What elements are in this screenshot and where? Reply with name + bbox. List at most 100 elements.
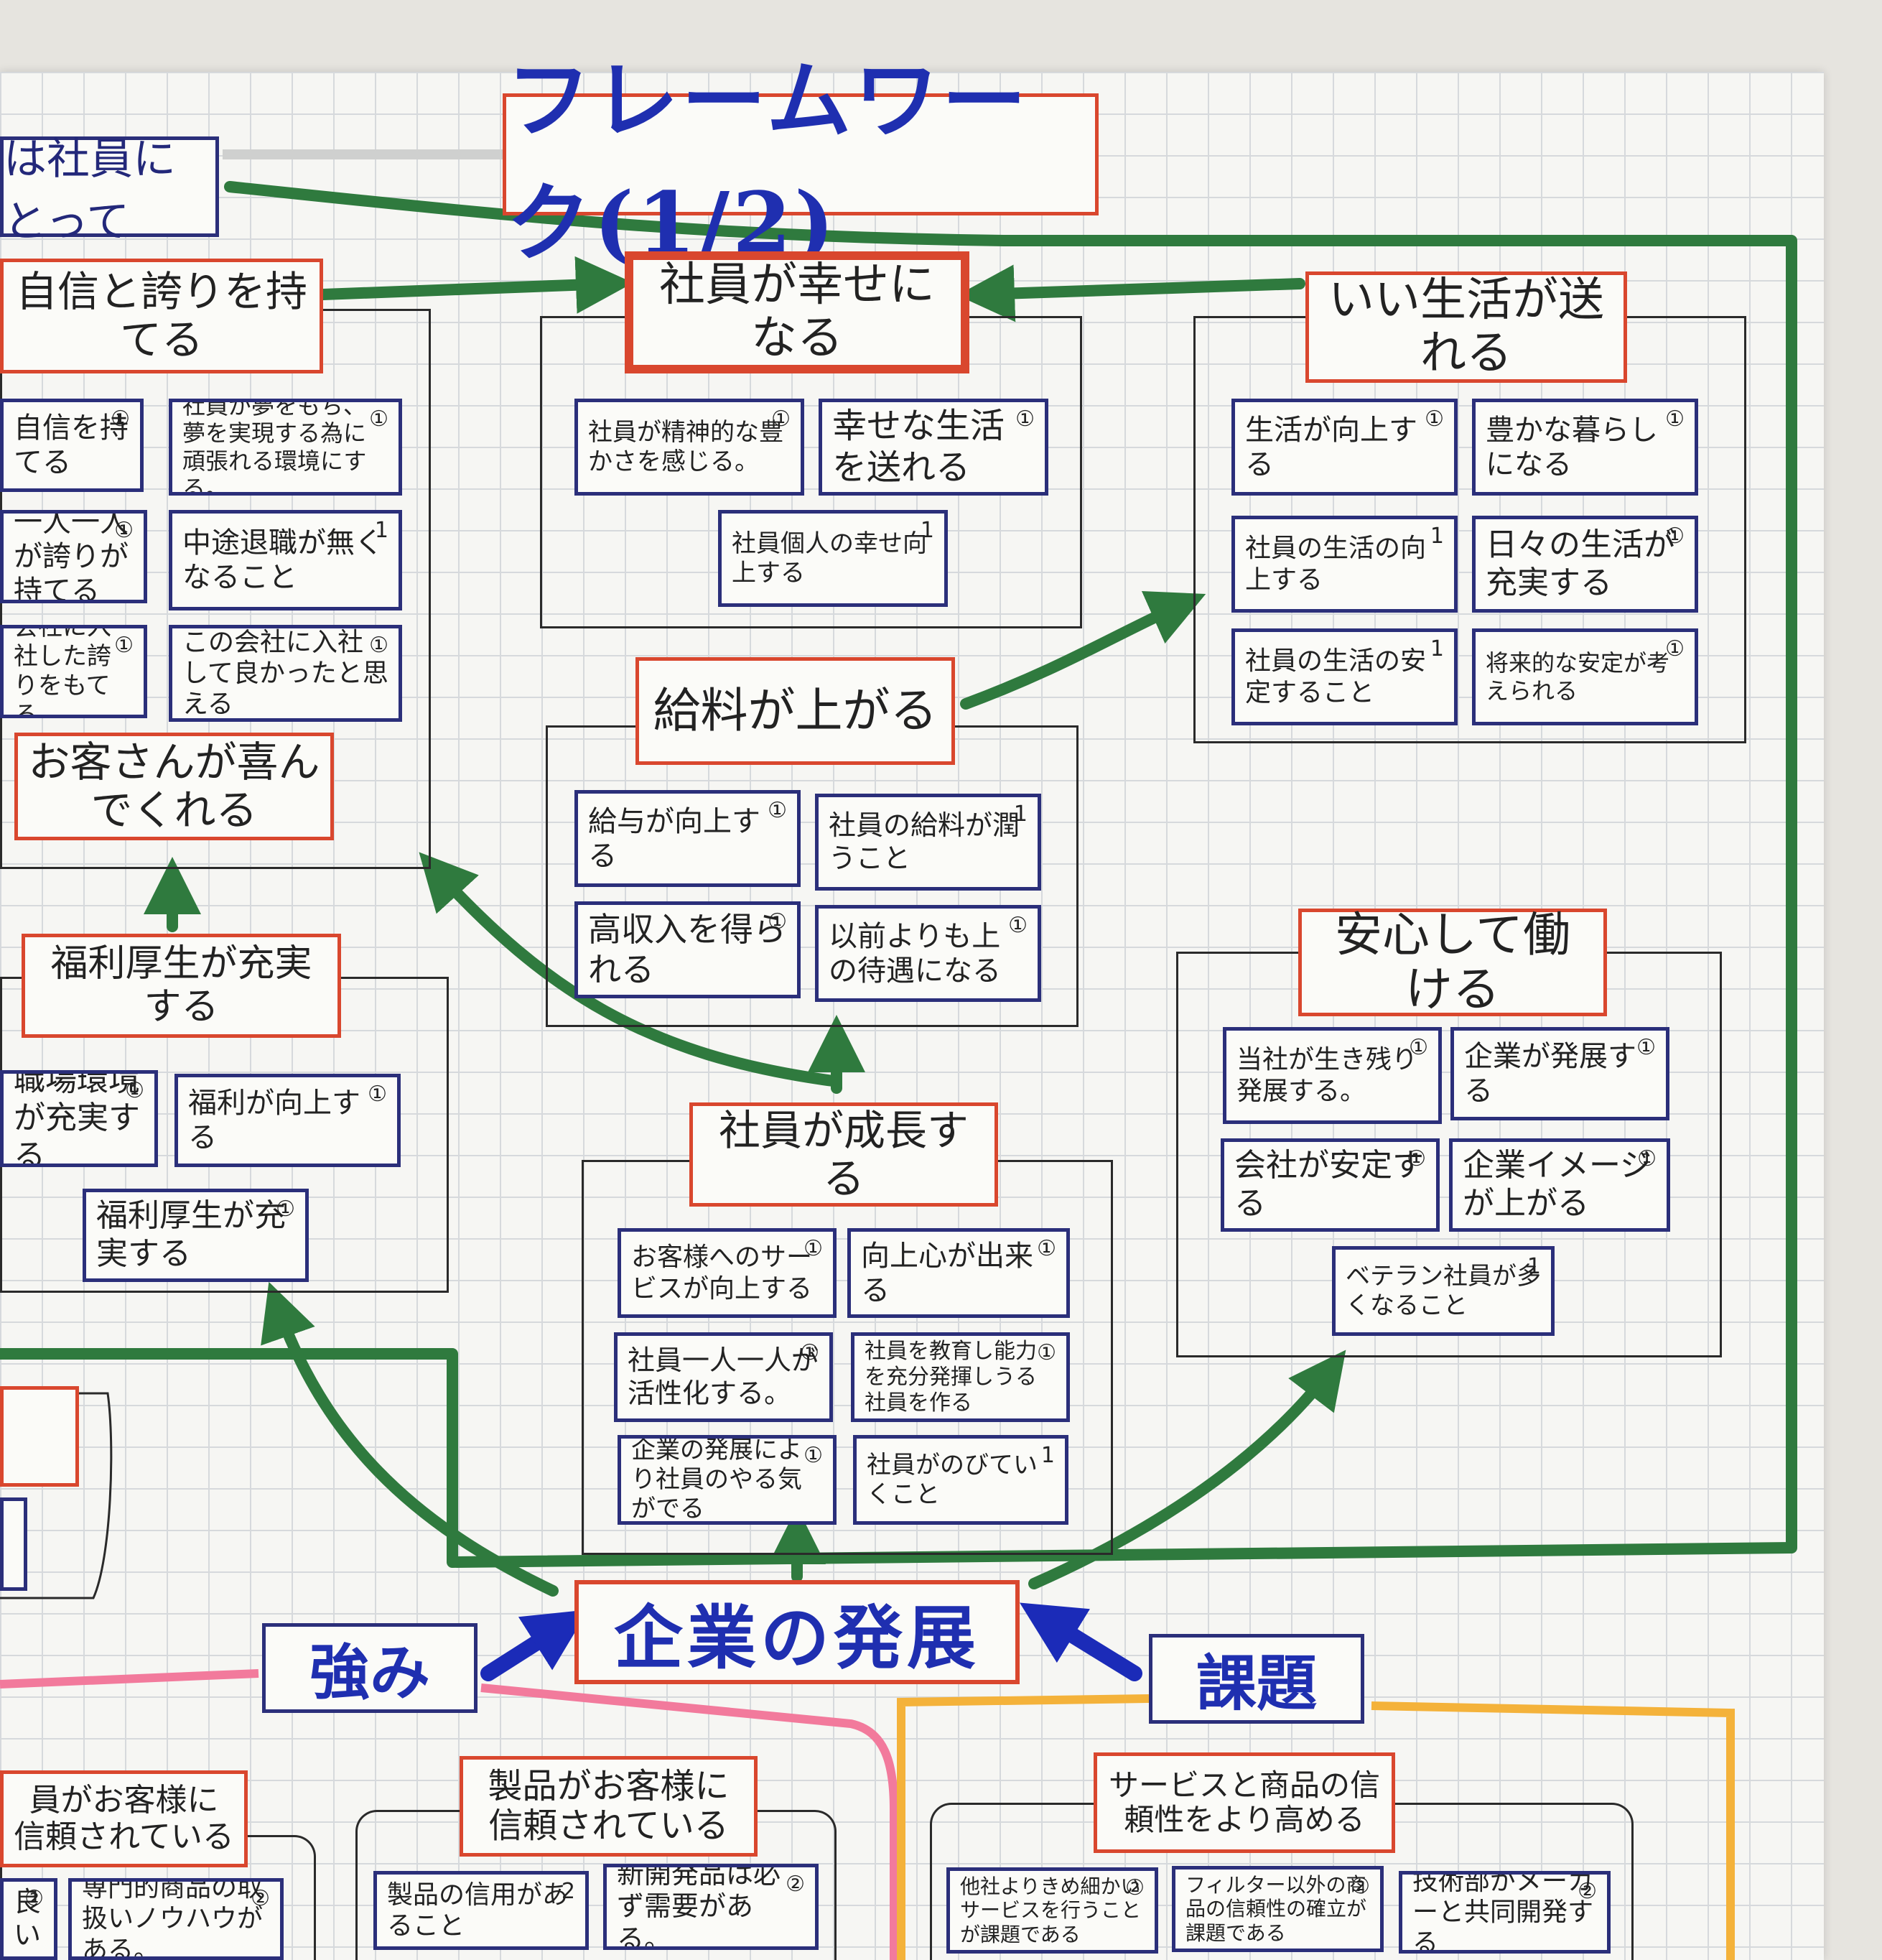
card-text: 給与が向上する xyxy=(588,804,760,873)
card-text: 会社が安定する xyxy=(1234,1147,1424,1222)
strengths-left-header: 員がお客様に信頼されている xyxy=(0,1770,248,1867)
card-text: お客様へのサービスが向上する xyxy=(631,1243,813,1304)
strengths-center-header: 製品がお客様に信頼されている xyxy=(460,1756,758,1857)
strengths-border xyxy=(0,1669,898,1960)
security-header: 安心して働ける xyxy=(1298,908,1607,1016)
life-card-1: 生活が向上する ① xyxy=(1231,399,1458,496)
security-card-1: 当社が生き残り発展する。① xyxy=(1223,1027,1442,1124)
card-number: ② xyxy=(1578,1879,1597,1904)
card-number: ① xyxy=(800,1340,819,1365)
card-text: 以前よりも上の待遇になる xyxy=(829,919,1001,988)
card-text: 社員がのびていくこと xyxy=(867,1450,1038,1509)
card-text: 向上心が出来る xyxy=(861,1239,1033,1307)
card-text: 製品の信用があること xyxy=(387,1880,569,1941)
card-text: 福利が向上する xyxy=(188,1087,360,1154)
card-number: 1 xyxy=(1527,1254,1541,1279)
card-number: ① xyxy=(1636,1035,1656,1060)
card-number: 1 xyxy=(920,518,934,543)
card-number: ① xyxy=(771,407,791,432)
card-number: ① xyxy=(1037,1236,1056,1261)
card-number: ① xyxy=(368,1082,387,1107)
card-text: 生活が向上する xyxy=(1245,413,1417,481)
card-number: 2 xyxy=(561,1879,575,1904)
arrow-growth-to-left xyxy=(419,852,839,1087)
left-partial-box xyxy=(0,1392,113,1599)
card-text: 会社に入社した誇りをもてる xyxy=(14,625,111,718)
card-text: 当社が生き残り発展する。 xyxy=(1236,1045,1418,1106)
card-text: 職場環境が充実する xyxy=(14,1070,140,1167)
card-number: 1 xyxy=(374,518,388,543)
strengths-label: 強み xyxy=(262,1623,478,1713)
page-title: フレームワーク(1/2) xyxy=(503,50,1099,273)
left-card-2: 社員が夢をもち、夢を実現する為に頑張れる環境にする。① xyxy=(169,399,402,496)
card-number: ① xyxy=(276,1197,295,1222)
card-number: ① xyxy=(1665,636,1685,661)
card-number: ① xyxy=(1425,407,1444,432)
card-text: この会社に入社して良かったと思える xyxy=(182,627,388,720)
center-top-header: 社員が幸せになる xyxy=(625,251,969,373)
arrow-salary-to-life xyxy=(960,590,1206,710)
card-number: ① xyxy=(768,909,787,934)
growth-card-3: 社員一人一人が活性化する。① xyxy=(614,1332,833,1422)
card-text: 社員を教育し能力を充分発揮しうる社員を作る xyxy=(865,1338,1037,1416)
right-top-header: いい生活が送れる xyxy=(1305,271,1627,383)
card-text: 新開発品は必ず需要がある。 xyxy=(617,1864,781,1950)
card-number: ① xyxy=(1407,1146,1426,1171)
card-text: 技術部がメーカーと共同開発する xyxy=(1412,1871,1594,1954)
arrow-issues-to-core xyxy=(1020,1602,1142,1681)
card-text: 社員一人一人が活性化する。 xyxy=(628,1344,819,1409)
card-text: 良い xyxy=(14,1886,42,1951)
card-number: ① xyxy=(1015,407,1035,432)
card-text: 社員が夢をもち、夢を実現する為に頑張れる環境にする。 xyxy=(182,399,367,496)
card-text: 自信を持てる xyxy=(14,412,129,479)
card-text: 社員の生活の安定すること xyxy=(1245,646,1427,707)
card-number: 1 xyxy=(1430,524,1444,549)
strength-card-4: 新開発品は必ず需要がある。② xyxy=(603,1864,819,1950)
card-number: ② xyxy=(786,1872,805,1897)
card-number: ① xyxy=(803,1236,823,1261)
card-number: ① xyxy=(768,798,787,823)
welfare-card-2: 福利が向上する ① xyxy=(174,1074,401,1167)
card-number: ① xyxy=(1409,1035,1428,1060)
happy-card-1: 社員が精神的な豊かさを感じる。① xyxy=(574,399,804,496)
card-number: 1 xyxy=(1040,1443,1055,1468)
card-number: ① xyxy=(1037,1340,1056,1365)
card-number: 1 xyxy=(1013,802,1028,827)
card-text: 将来的な安定が考えられる xyxy=(1486,649,1670,705)
card-number: ① xyxy=(114,518,134,543)
welfare-header: 福利厚生が充実する xyxy=(22,934,341,1038)
arrow-core-to-security xyxy=(1028,1350,1346,1589)
growth-header: 社員が成長する xyxy=(689,1102,998,1207)
left-partial-header xyxy=(0,1386,79,1487)
card-number: ① xyxy=(369,407,388,432)
card-text: 社員が精神的な豊かさを感じる。 xyxy=(588,417,783,476)
card-number: ① xyxy=(803,1443,823,1468)
arrow-pride-to-happy xyxy=(317,256,633,314)
outer-loop-line xyxy=(0,181,1797,1568)
salary-card-1: 給与が向上する ① xyxy=(574,790,801,887)
card-text: 企業の発展により社員のやる気がでる xyxy=(631,1436,802,1523)
left-partial-card xyxy=(0,1497,27,1591)
core-header: 企業の発展 xyxy=(574,1580,1020,1684)
customers-happy-header: お客さんが喜んでくれる xyxy=(14,733,334,840)
